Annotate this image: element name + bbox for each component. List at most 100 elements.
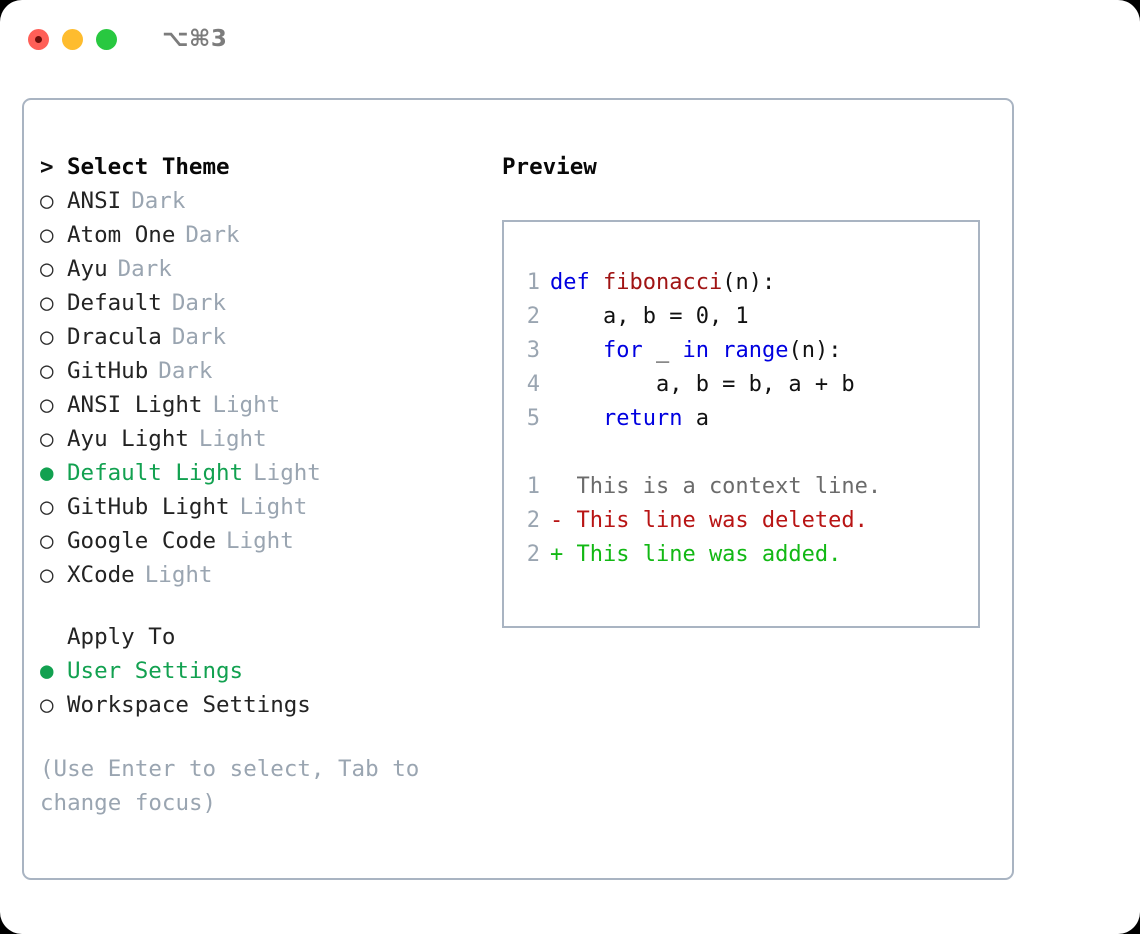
theme-variant-badge: Light: [198, 426, 267, 452]
apply-to-option-label: User Settings: [67, 658, 244, 684]
theme-variant-badge: Light: [253, 460, 321, 486]
code-line-text: return a: [550, 402, 709, 436]
code-line: 5 return a: [504, 402, 978, 436]
code-token-plain: _: [642, 338, 683, 363]
code-line: 3 for _ in range(n):: [504, 334, 978, 368]
diff-line: 2+ This line was added.: [504, 538, 978, 572]
maximize-button[interactable]: [96, 28, 117, 50]
theme-variant-badge: Dark: [158, 358, 213, 384]
caret-icon: >: [40, 154, 54, 180]
code-token-plain: a, b = 0, 1: [550, 304, 749, 329]
diff-line-text-ctx: This is a context line.: [550, 474, 882, 499]
theme-name: XCode: [67, 562, 135, 588]
keyboard-hint-text: (Use Enter to select, Tab to change focu…: [40, 756, 420, 816]
code-token-plain: (n):: [788, 338, 842, 363]
code-token-plain: a, b = b, a + b: [550, 372, 855, 397]
theme-list-item[interactable]: ● Default Light Light: [40, 456, 480, 490]
diff-line: 1 This is a context line.: [504, 470, 978, 504]
radio-unselected-icon[interactable]: ○: [40, 528, 54, 554]
radio-unselected-icon[interactable]: ○: [40, 324, 54, 350]
theme-variant-badge: Dark: [131, 188, 186, 214]
close-button[interactable]: [28, 28, 49, 50]
line-number: 5: [526, 406, 540, 431]
theme-name: Default Light: [67, 460, 244, 486]
radio-unselected-icon[interactable]: ○: [40, 426, 54, 452]
theme-variant-badge: Dark: [117, 256, 172, 282]
window-controls: [28, 28, 117, 50]
diff-line: 2 - This line was deleted.: [504, 504, 978, 538]
apply-to-option-label: Workspace Settings: [67, 692, 311, 718]
radio-selected-icon[interactable]: ●: [40, 460, 54, 486]
apply-to-option[interactable]: ○ Workspace Settings: [40, 688, 480, 722]
radio-selected-icon[interactable]: ●: [40, 658, 54, 684]
radio-unselected-icon[interactable]: ○: [40, 290, 54, 316]
apply-to-header: Apply To: [40, 620, 480, 654]
code-token-kw: range: [722, 338, 789, 363]
theme-list-item[interactable]: ○ GitHub Light Light: [40, 490, 480, 524]
apply-to-options: ● User Settings ○ Workspace Settings: [40, 654, 480, 722]
close-icon: [35, 35, 42, 43]
theme-list-item[interactable]: ○ ANSI Dark: [40, 184, 480, 218]
radio-unselected-icon[interactable]: ○: [40, 562, 54, 588]
theme-list-item[interactable]: ○ Ayu Dark: [40, 252, 480, 286]
theme-variant-badge: Dark: [185, 222, 240, 248]
code-token-plain: [550, 406, 603, 431]
line-number: 4: [526, 372, 540, 397]
theme-variant-badge: Dark: [171, 324, 227, 350]
code-line-text: def fibonacci(n):: [550, 266, 775, 300]
theme-variant-badge: Light: [239, 494, 308, 520]
radio-unselected-icon[interactable]: ○: [40, 358, 54, 384]
radio-unselected-icon[interactable]: ○: [40, 392, 54, 418]
preview-spacer: [504, 436, 978, 470]
preview-title: Preview: [502, 154, 597, 180]
line-number: 2: [526, 542, 540, 567]
radio-unselected-icon[interactable]: ○: [40, 188, 54, 214]
radio-unselected-icon[interactable]: ○: [40, 256, 54, 282]
theme-name: Ayu: [67, 256, 108, 282]
line-number: 1: [526, 474, 540, 499]
theme-name: ANSI: [67, 188, 122, 214]
code-token-plain: a: [682, 406, 709, 431]
theme-name: Default: [67, 290, 162, 316]
radio-unselected-icon[interactable]: ○: [40, 222, 54, 248]
apply-to-option[interactable]: ● User Settings: [40, 654, 480, 688]
theme-name: Atom One: [67, 222, 176, 248]
code-line-text: a, b = b, a + b: [550, 368, 855, 402]
minimize-button[interactable]: [62, 28, 83, 50]
code-token-plain: [550, 338, 603, 363]
theme-variant-badge: Light: [212, 392, 281, 418]
diff-line-text-del: - This line was deleted.: [550, 508, 868, 533]
code-token-fn: fibonacci: [602, 270, 723, 295]
code-line: 4 a, b = b, a + b: [504, 368, 978, 402]
code-token-plain: [709, 338, 722, 363]
code-token-kw: for: [602, 338, 643, 363]
page-title: Select Theme: [67, 154, 230, 180]
code-token-kw: def: [550, 270, 603, 295]
line-number: 2: [526, 508, 540, 533]
radio-unselected-icon[interactable]: ○: [40, 692, 54, 718]
keyboard-shortcut-label: ⌥⌘3: [162, 26, 228, 52]
line-number: 3: [526, 338, 540, 363]
radio-unselected-icon[interactable]: ○: [40, 494, 54, 520]
code-line-text: for _ in range(n):: [550, 334, 841, 368]
code-token-kw: in: [682, 338, 709, 363]
code-line-text: a, b = 0, 1: [550, 300, 749, 334]
code-line: 2 a, b = 0, 1: [504, 300, 978, 334]
select-theme-header: > Select Theme: [40, 150, 480, 184]
theme-name: GitHub Light: [67, 494, 230, 520]
theme-list-item[interactable]: ○ Atom One Dark: [40, 218, 480, 252]
